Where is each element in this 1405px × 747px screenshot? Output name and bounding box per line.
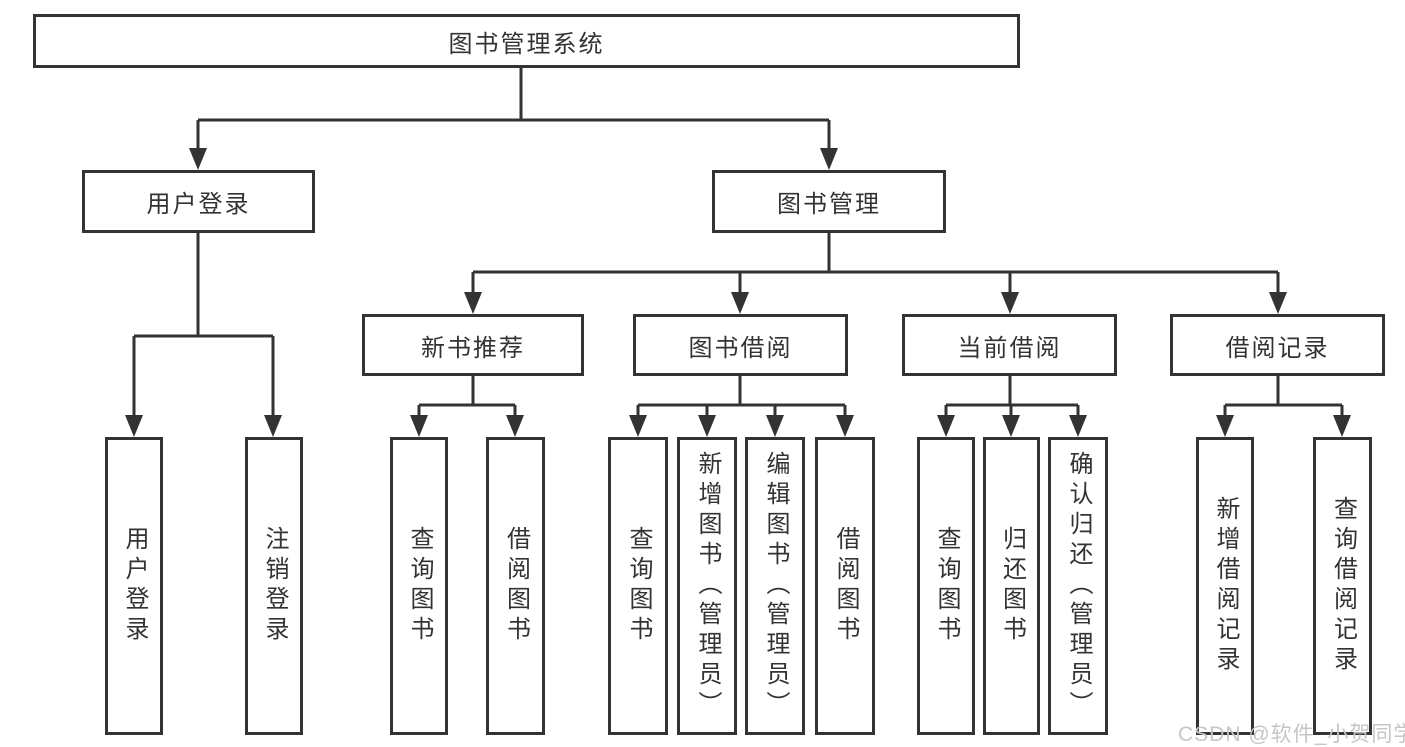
node-book-borrowing: 图书借阅: [633, 314, 848, 376]
leaf-logout-label: 注销登录: [261, 526, 288, 646]
leaf-query-books: 查询图书: [390, 437, 448, 735]
leaf-add-books-admin-label: 新增图书（管理员）: [694, 451, 721, 721]
leaf-confirm-return-admin: 确认归还（管理员）: [1048, 437, 1108, 735]
leaf-edit-books-admin: 编辑图书（管理员）: [745, 437, 805, 735]
node-borrowing-records-label: 借阅记录: [1225, 334, 1330, 362]
leaf-add-borrow-record: 新增借阅记录: [1196, 437, 1254, 735]
leaf-return-books: 归还图书: [983, 437, 1040, 735]
node-current-borrowing-label: 当前借阅: [957, 334, 1062, 362]
leaf-borrow-books-label: 借阅图书: [832, 526, 859, 646]
node-user-login-label: 用户登录: [146, 191, 251, 218]
leaf-logout: 注销登录: [245, 437, 303, 735]
leaf-user-login: 用户登录: [105, 437, 163, 735]
node-root-label: 图书管理系统: [448, 30, 605, 58]
leaf-edit-books-admin-label: 编辑图书（管理员）: [762, 451, 789, 721]
node-book-borrowing-label: 图书借阅: [688, 334, 793, 362]
leaf-return-books-label: 归还图书: [998, 526, 1026, 646]
leaf-query-books-label: 查询图书: [625, 526, 652, 646]
node-user-login: 用户登录: [82, 170, 315, 233]
leaf-borrow-books: 借阅图书: [815, 437, 875, 735]
leaf-query-books: 查询图书: [608, 437, 668, 735]
leaf-add-borrow-record-label: 新增借阅记录: [1212, 496, 1239, 676]
node-root: 图书管理系统: [33, 14, 1020, 68]
node-new-book-recommend-label: 新书推荐: [421, 334, 525, 362]
leaf-confirm-return-admin-label: 确认归还（管理员）: [1065, 451, 1092, 721]
node-book-management-label: 图书管理: [777, 191, 881, 218]
node-book-management: 图书管理: [712, 170, 946, 233]
leaf-query-books-label: 查询图书: [933, 526, 960, 646]
csdn-watermark: CSDN @软件_小贺同学: [1178, 723, 1405, 746]
leaf-query-books: 查询图书: [917, 437, 975, 735]
node-current-borrowing: 当前借阅: [902, 314, 1117, 376]
leaf-add-books-admin: 新增图书（管理员）: [677, 437, 737, 735]
leaf-borrow-books: 借阅图书: [486, 437, 545, 735]
leaf-query-books-label: 查询图书: [406, 526, 433, 646]
leaf-query-borrow-record: 查询借阅记录: [1313, 437, 1372, 735]
leaf-borrow-books-label: 借阅图书: [502, 526, 530, 646]
node-borrowing-records: 借阅记录: [1170, 314, 1385, 376]
leaf-user-login-label: 用户登录: [121, 526, 148, 646]
leaf-query-borrow-record-label: 查询借阅记录: [1329, 496, 1357, 676]
node-new-book-recommend: 新书推荐: [362, 314, 584, 376]
